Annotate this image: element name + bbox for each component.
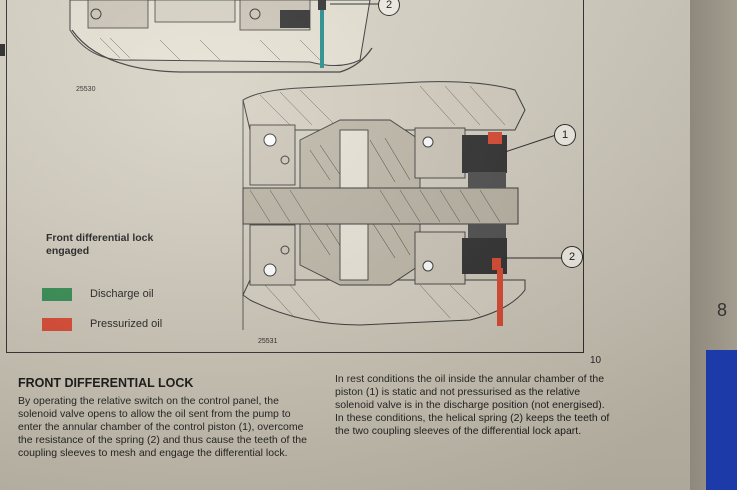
- main-section: [242, 81, 562, 330]
- callout-1: 1: [554, 124, 576, 146]
- callout-2-top: 2: [378, 0, 400, 16]
- top-figure-section: [69, 0, 380, 73]
- figure-code-main: 25531: [258, 338, 278, 345]
- adjacent-page-number: 8: [717, 300, 728, 320]
- manual-page: 2 1 2 25530 25531 Front differential loc…: [0, 0, 690, 490]
- blue-binder-tab: [706, 350, 737, 490]
- discharge-oil-label: Discharge oil: [90, 288, 154, 300]
- discharge-oil-swatch: [42, 288, 72, 301]
- section-title: FRONT DIFFERENTIAL LOCK: [18, 376, 194, 390]
- legend-title: Front differential lock engaged: [46, 232, 154, 257]
- right-column-text: In rest conditions the oil inside the an…: [335, 373, 610, 437]
- frame-bottom: [6, 352, 584, 353]
- figure-code-top: 25530: [76, 86, 96, 93]
- pressurized-oil-label: Pressurized oil: [90, 318, 163, 330]
- page-number: 10: [590, 355, 602, 366]
- left-column-text: By operating the relative switch on the …: [18, 395, 307, 459]
- binder-hole-mark: [0, 44, 5, 56]
- frame-right: [583, 0, 584, 353]
- pressurized-oil-swatch: [42, 318, 72, 331]
- callout-2: 2: [561, 246, 583, 268]
- differential-lock-drawing: [69, 0, 562, 330]
- frame-left: [6, 0, 7, 352]
